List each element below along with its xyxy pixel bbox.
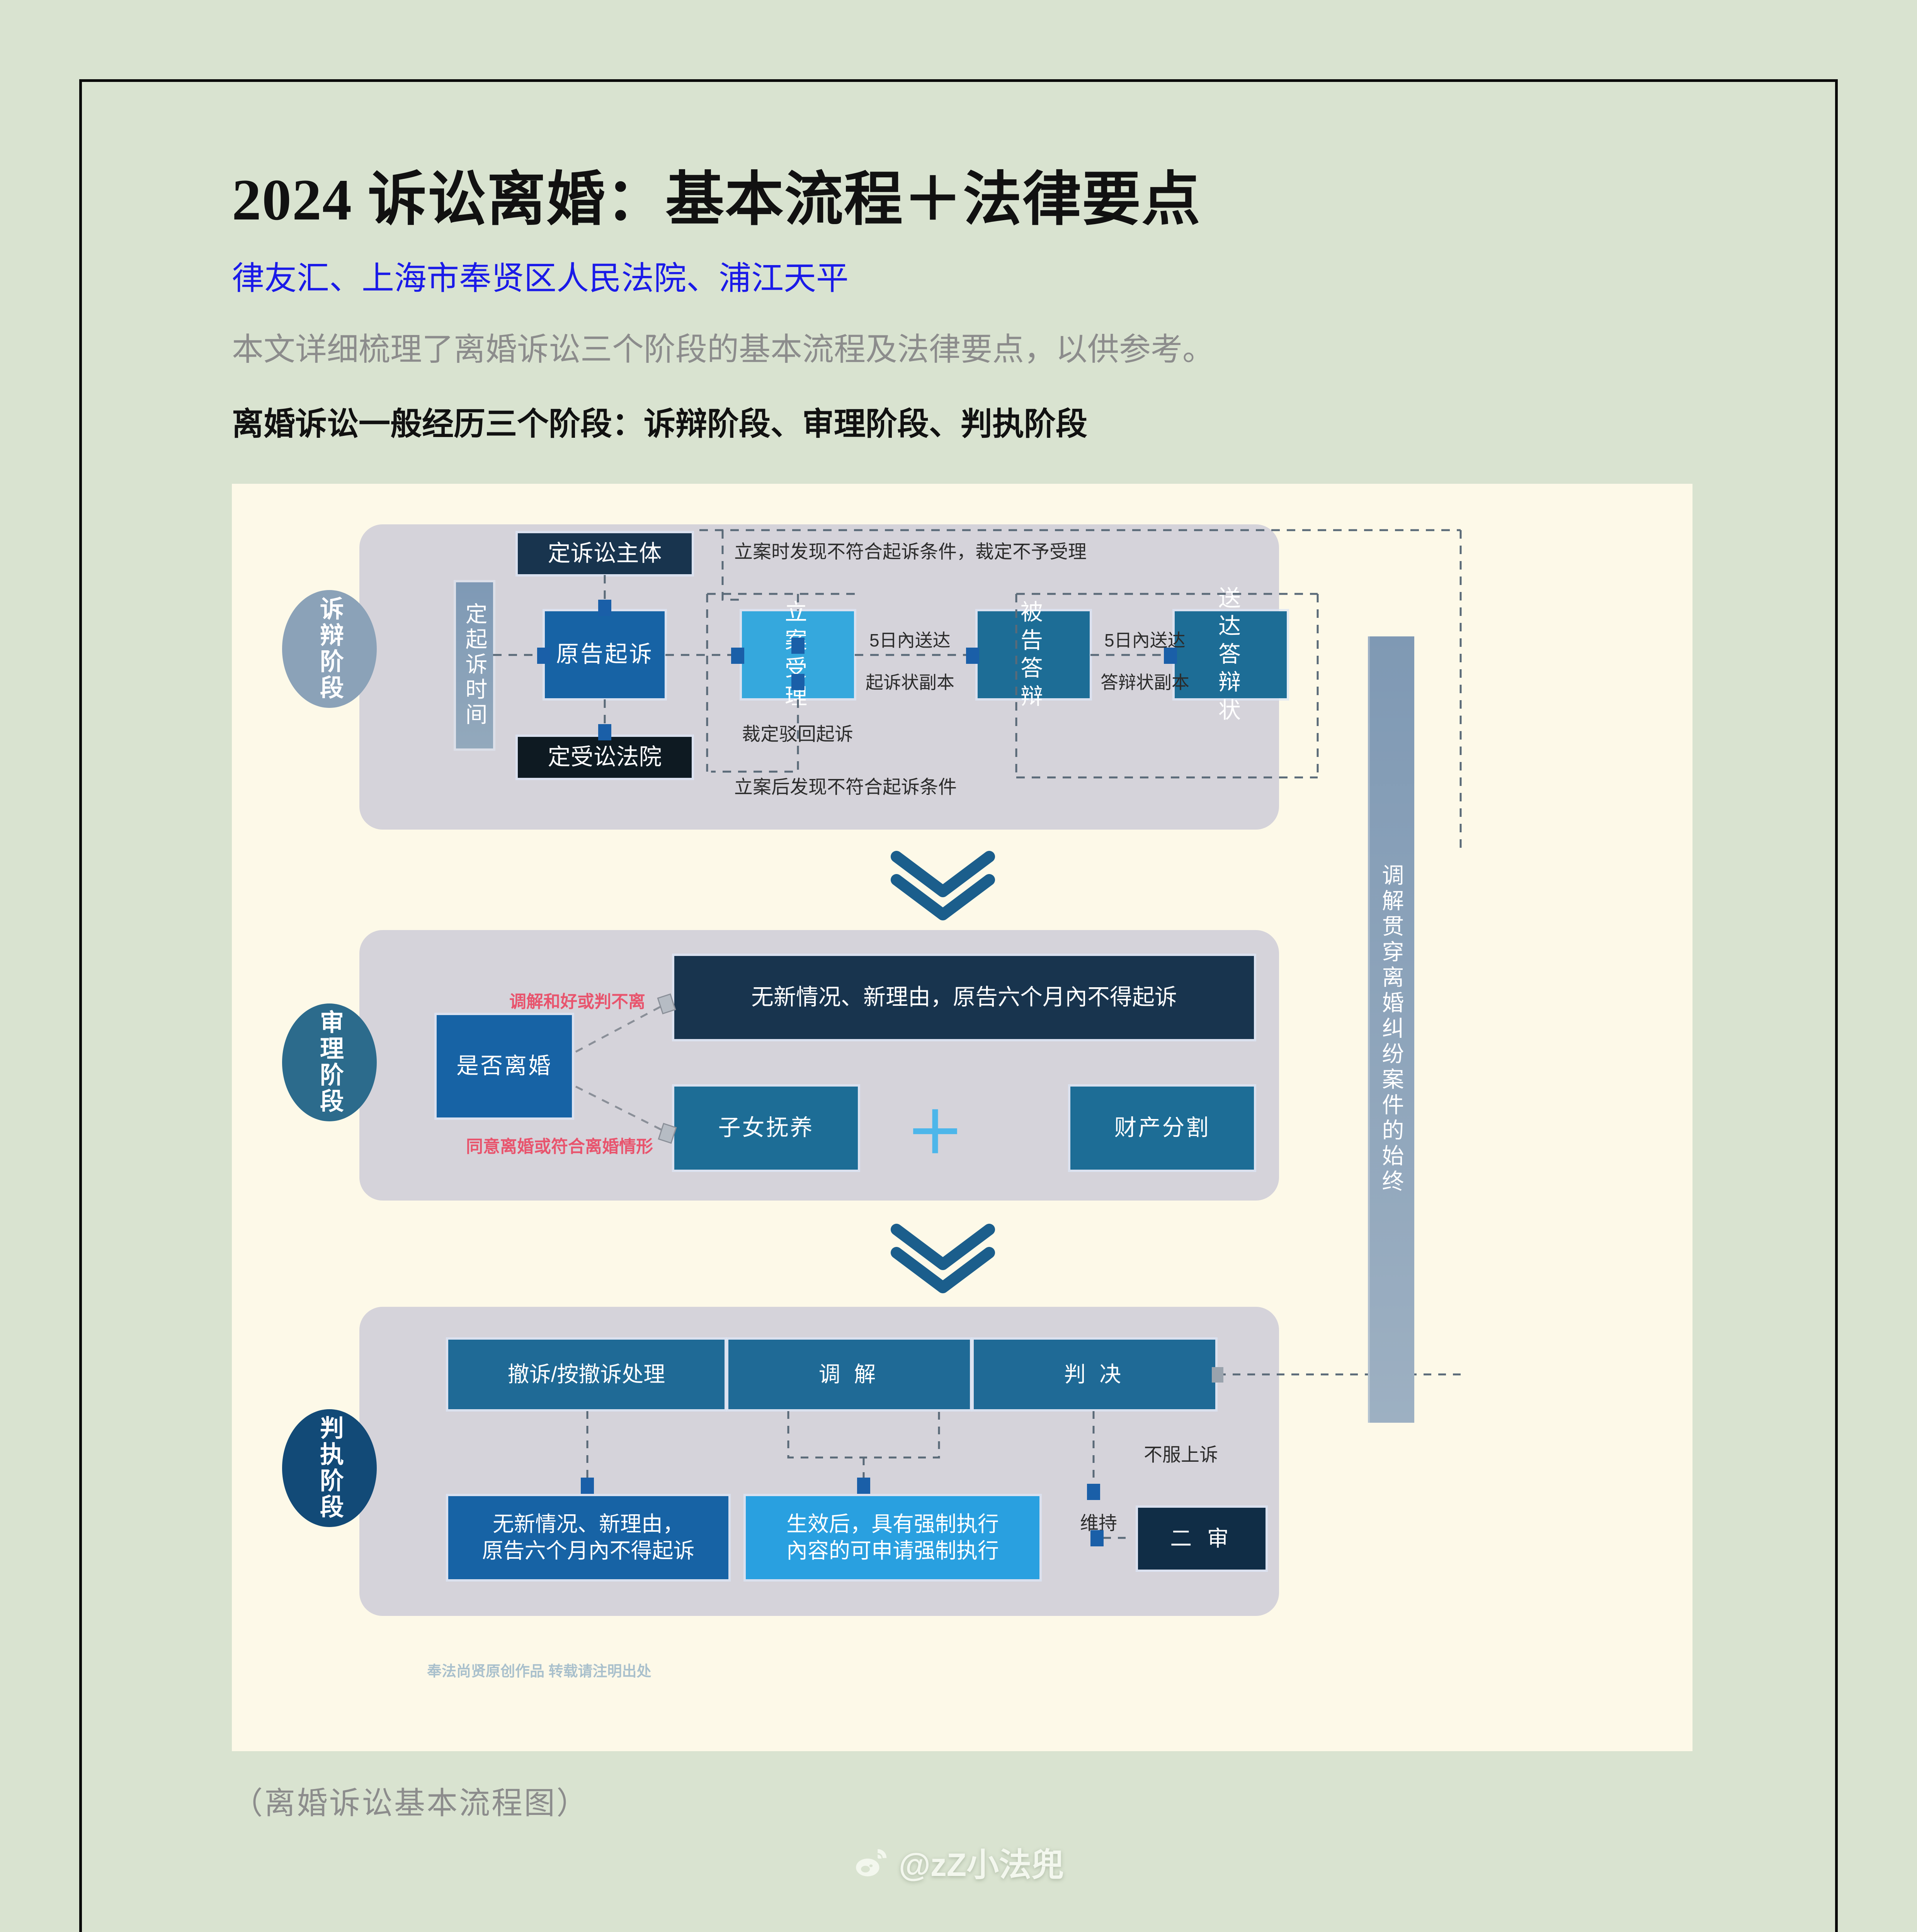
box-second-instance: 二 审	[1138, 1507, 1266, 1570]
box-no-new-grounds-stage3: 无新情况、新理由， 原告六个月內不得起诉	[448, 1496, 728, 1579]
stage1-time-bar: 定起诉时间	[456, 582, 493, 748]
bottom-watermark: @zZ小法兜	[0, 1839, 1917, 1886]
stage2-badge: 审理阶段	[282, 1003, 377, 1121]
watermark-handle: @zZ小法兜	[898, 1847, 1064, 1883]
label-appeal-unsatisfied: 不服上诉	[1144, 1444, 1218, 1465]
box-whether-divorce: 是否离婚	[437, 1015, 572, 1117]
label-reconcile-or-deny: 调解和好或判不离	[509, 992, 645, 1011]
figure-caption: （离婚诉讼基本流程图）	[232, 1786, 589, 1821]
chevron-down-icon-1	[891, 850, 995, 920]
chevron-down-icon-2	[891, 1223, 995, 1293]
box-define-court: 定受讼法院	[518, 736, 692, 778]
box-property-division: 财产分割	[1070, 1086, 1254, 1170]
page-title: 2024 诉讼离婚：基本流程＋法律要点	[232, 167, 1201, 232]
box-enforceable-line1: 生效后，具有强制执行	[786, 1512, 999, 1536]
box-mediation-result: 调 解	[728, 1339, 970, 1409]
box-enforceable-line2: 內容的可申请强制执行	[786, 1539, 999, 1563]
mediation-throughout-bar: 调解贯穿离婚纠纷案件的始终	[1368, 636, 1414, 1423]
figure-credit: 奉法尚贤原创作品 转载请注明出处	[427, 1663, 651, 1680]
box-judgment-result: 判 决	[974, 1339, 1215, 1409]
weibo-icon	[853, 1845, 889, 1880]
box-defendant-reply-label: 被告答辩	[1020, 600, 1047, 709]
box-define-subject: 定诉讼主体	[518, 533, 692, 574]
box-no-new-grounds-line1: 无新情况、新理由，	[492, 1512, 684, 1536]
plus-icon: ＋	[906, 1100, 964, 1165]
divorce-litigation-flowchart: 诉辩阶段 定起诉时间 定诉讼主体 原告起诉 定受讼法院 立案受理 被告答辩 送达…	[232, 483, 1692, 1751]
box-serve-reply: 送达答辩状	[1175, 586, 1287, 723]
stages-headline: 离婚诉讼一般经历三个阶段：诉辩阶段、审理阶段、判执阶段	[232, 406, 1088, 442]
box-enforceable: 生效后，具有强制执行 內容的可申请强制执行	[746, 1496, 1039, 1579]
note-reply-copy: 答辩状副本	[1101, 672, 1189, 692]
box-plaintiff-sue-label: 原告起诉	[556, 641, 653, 667]
article-summary: 本文详细梳理了离婚诉讼三个阶段的基本流程及法律要点，以供参考。	[232, 332, 1214, 367]
box-defendant-reply: 被告答辩	[978, 600, 1090, 709]
page-border	[79, 79, 1838, 1932]
note-serve-5days-1: 5日內送达	[869, 630, 951, 650]
box-no-new-grounds-stage2: 无新情况、新理由，原告六个月內不得起诉	[674, 956, 1254, 1039]
stage2-connectors	[575, 993, 677, 1144]
note-not-accepted: 立案时发现不符合起诉条件，裁定不予受理	[734, 541, 1087, 562]
box-child-custody: 子女抚养	[674, 1086, 858, 1170]
note-complaint-copy: 起诉状副本	[866, 672, 954, 692]
stage3-badge: 判执阶段	[282, 1409, 377, 1527]
box-serve-reply-label: 送达答辩状	[1218, 585, 1243, 723]
stage1-badge: 诉辩阶段	[282, 590, 377, 708]
stage3-connectors	[581, 1367, 1461, 1546]
box-plaintiff-sue: 原告起诉	[545, 611, 665, 698]
stage1-connectors	[493, 529, 1462, 851]
note-after-filing: 立案后发现不符合起诉条件	[734, 777, 957, 798]
label-agree-divorce: 同意离婚或符合离婚情形	[466, 1137, 653, 1156]
article-content: 2024 诉讼离婚：基本流程＋法律要点 律友汇、上海市奉贤区人民法院、浦江天平 …	[232, 166, 1692, 1823]
note-serve-5days-2: 5日內送达	[1104, 630, 1186, 650]
box-withdraw-suit: 撤诉/按撤诉处理	[448, 1339, 725, 1409]
box-no-new-grounds-line2: 原告六个月內不得起诉	[482, 1539, 695, 1563]
byline[interactable]: 律友汇、上海市奉贤区人民法院、浦江天平	[232, 260, 849, 297]
